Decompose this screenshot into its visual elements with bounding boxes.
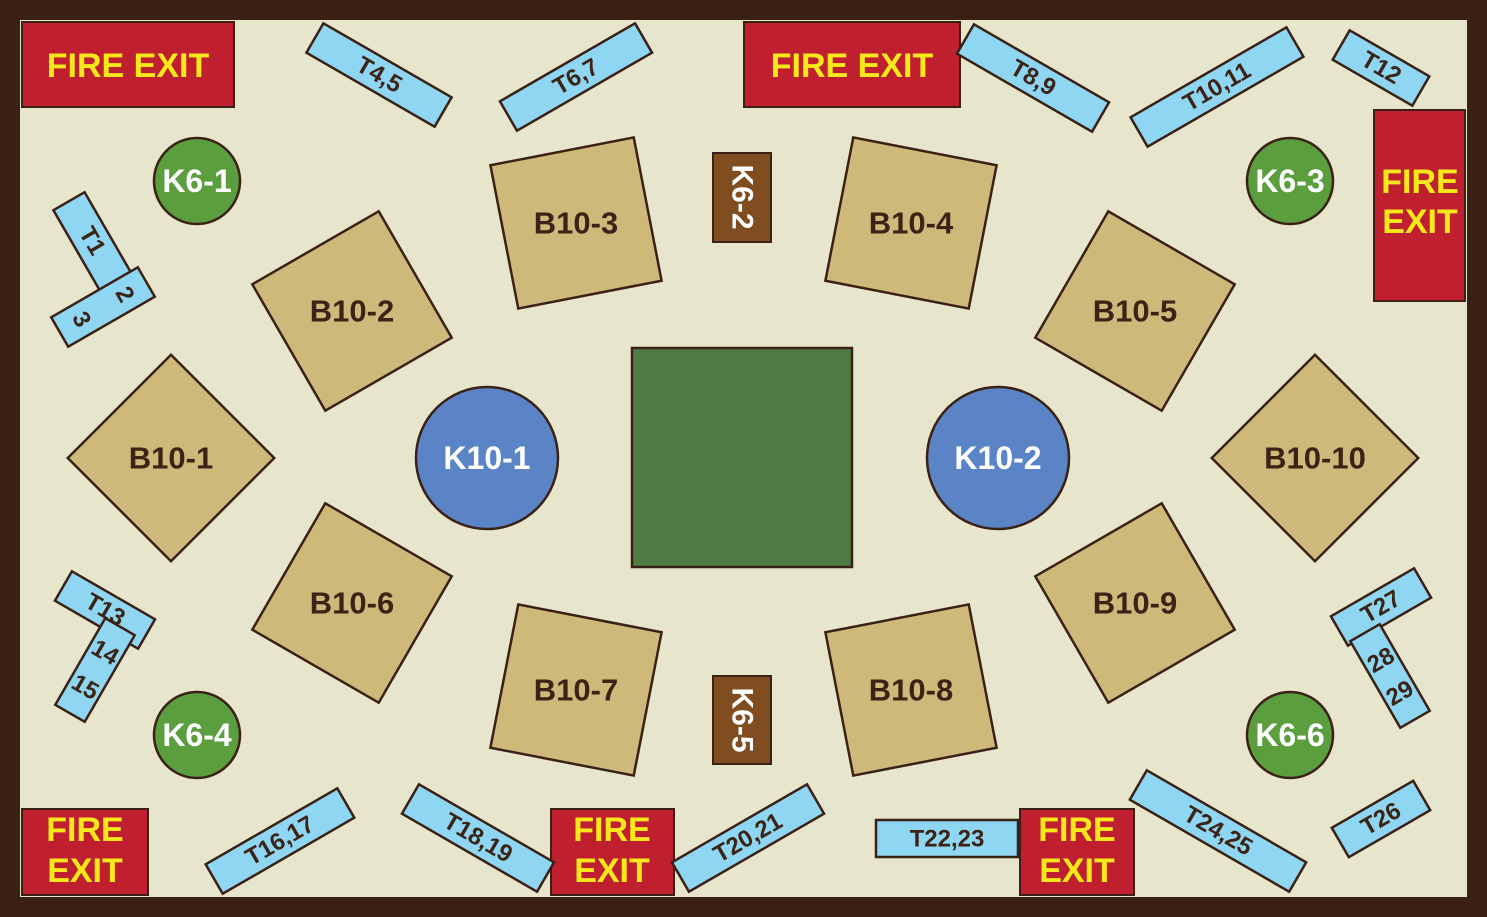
svg-text:EXIT: EXIT xyxy=(47,852,123,890)
svg-text:K10-2: K10-2 xyxy=(954,440,1041,476)
svg-text:EXIT: EXIT xyxy=(1039,852,1115,890)
svg-text:B10-1: B10-1 xyxy=(129,441,213,476)
booth-b10-5: B10-5 xyxy=(1033,209,1237,413)
kiosk-k10-2: K10-2 xyxy=(925,385,1071,531)
svg-text:B10-9: B10-9 xyxy=(1093,586,1177,621)
table-t8-9: T8,9 xyxy=(955,22,1111,134)
booth-b10-7: B10-7 xyxy=(488,602,664,778)
svg-text:K6-4: K6-4 xyxy=(162,717,232,753)
svg-text:FIRE EXIT: FIRE EXIT xyxy=(47,47,210,85)
svg-text:B10-7: B10-7 xyxy=(534,673,618,708)
svg-text:EXIT: EXIT xyxy=(1382,203,1458,241)
booth-b10-2: B10-2 xyxy=(250,209,454,413)
svg-text:B10-5: B10-5 xyxy=(1093,294,1177,329)
svg-text:K6-1: K6-1 xyxy=(162,163,231,199)
kiosk-k10-1: K10-1 xyxy=(414,385,560,531)
svg-text:K6-2: K6-2 xyxy=(726,164,759,229)
svg-text:B10-4: B10-4 xyxy=(869,206,954,241)
svg-text:B10-8: B10-8 xyxy=(869,673,953,708)
svg-text:K6-6: K6-6 xyxy=(1255,717,1324,753)
booth-b10-8: B10-8 xyxy=(823,602,999,778)
table-t22-23: T22,23 xyxy=(874,818,1020,859)
booth-b10-9: B10-9 xyxy=(1033,501,1237,705)
kiosk-k6-6: K6-6 xyxy=(1245,690,1335,780)
svg-text:FIRE: FIRE xyxy=(1381,163,1458,201)
svg-text:FIRE: FIRE xyxy=(1038,811,1115,849)
kiosk-k6-1: K6-1 xyxy=(152,136,242,226)
booth-b10-4: B10-4 xyxy=(823,135,999,311)
svg-text:B10-6: B10-6 xyxy=(310,586,394,621)
fire-exit: FIRE EXIT xyxy=(21,21,235,108)
kiosk-k6-4: K6-4 xyxy=(152,690,242,780)
svg-text:B10-3: B10-3 xyxy=(534,206,618,241)
table-t10-11: T10,11 xyxy=(1128,25,1306,149)
svg-text:FIRE EXIT: FIRE EXIT xyxy=(771,47,934,85)
svg-text:EXIT: EXIT xyxy=(574,852,650,890)
svg-text:FIRE: FIRE xyxy=(46,811,123,849)
booth-b10-6: B10-6 xyxy=(250,501,454,705)
booth-b10-3: B10-3 xyxy=(488,135,664,311)
svg-text:FIRE: FIRE xyxy=(573,811,650,849)
svg-text:B10-10: B10-10 xyxy=(1264,441,1366,476)
svg-text:B10-2: B10-2 xyxy=(310,294,394,329)
kiosk-k6-3: K6-3 xyxy=(1245,136,1335,226)
svg-text:K6-5: K6-5 xyxy=(726,687,759,752)
kiosk-k6-2: K6-2 xyxy=(712,152,772,243)
center-stage xyxy=(630,346,854,569)
table-2-3: 23 xyxy=(49,265,157,349)
svg-text:K6-3: K6-3 xyxy=(1255,163,1324,199)
booth-b10-10: B10-10 xyxy=(1209,352,1421,564)
booth-b10-1: B10-1 xyxy=(65,352,277,564)
svg-text:K10-1: K10-1 xyxy=(443,440,530,476)
kiosk-k6-5: K6-5 xyxy=(712,675,772,765)
fire-exit: FIRE EXIT xyxy=(743,21,961,108)
svg-text:T22,23: T22,23 xyxy=(910,826,985,853)
